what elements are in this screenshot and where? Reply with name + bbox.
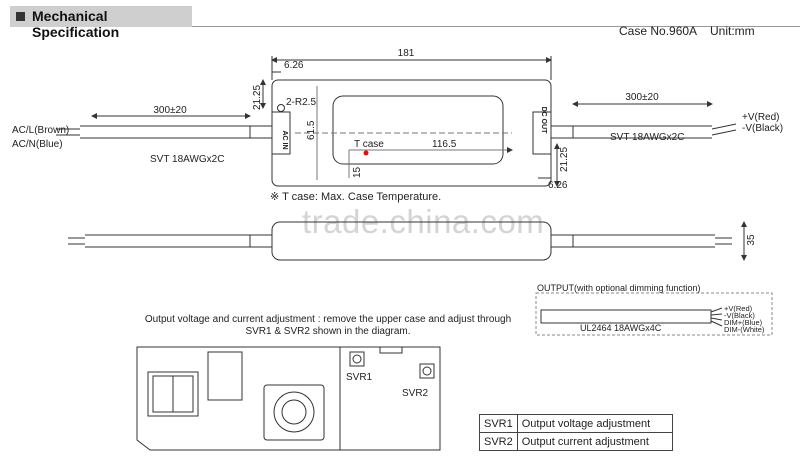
dim-2125-bot: 21.25 — [559, 147, 570, 172]
dc-out-label: DC OUT — [540, 107, 547, 135]
unit-label: Unit:mm — [710, 24, 755, 38]
svr-value: Output voltage adjustment — [516, 414, 673, 433]
top-view — [56, 56, 737, 187]
header-rule — [192, 26, 800, 27]
svr-table: SVR1 Output voltage adjustment SVR2 Outp… — [479, 414, 673, 451]
dim-1165: 116.5 — [432, 139, 457, 150]
tcase-note: ※ T case: Max. Case Temperature. — [270, 191, 441, 203]
label-window — [332, 95, 504, 165]
header-square-icon — [16, 12, 25, 21]
table-row: SVR2 Output current adjustment — [479, 432, 673, 451]
input-wire-l: AC/L(Brown) — [12, 125, 69, 136]
dimming-wire-4: DIM-(White) — [724, 325, 765, 334]
dimming-cable-spec: UL2464 18AWGx4C — [580, 323, 662, 333]
input-wire-n: AC/N(Blue) — [12, 139, 63, 150]
output-neg-wire: -V(Black) — [742, 123, 783, 134]
dimming-box — [535, 292, 773, 336]
side-view — [68, 221, 747, 261]
dim-total: 181 — [398, 48, 415, 59]
pcb-svr1: SVR1 — [346, 372, 373, 383]
tcase-label: T case — [354, 139, 384, 150]
output-wire-length: 300±20 — [625, 92, 659, 103]
dim-615: 61.5 — [306, 120, 317, 140]
input-wire-length: 300±20 — [153, 105, 187, 116]
dimming-cable — [540, 307, 723, 327]
adjustment-note: Output voltage and current adjustment : … — [144, 314, 512, 337]
input-cable-spec: SVT 18AWGx2C — [150, 154, 224, 165]
dimming-wire-1: +V(Red) — [724, 304, 753, 313]
dim-626-bot: 6.26 — [548, 180, 568, 191]
pcb-diagram — [136, 346, 441, 451]
svr-key: SVR1 — [479, 414, 518, 433]
svr-value: Output current adjustment — [516, 432, 673, 451]
ac-in-label: AC IN — [281, 130, 288, 149]
dimming-title: OUTPUT(with optional dimming function) — [537, 283, 701, 293]
dimming-wire-2: -V(Black) — [724, 311, 755, 320]
output-cable-spec: SVT 18AWGx2C — [610, 132, 684, 143]
section-title: Mechanical Specification — [32, 8, 120, 40]
mount-hole — [277, 104, 285, 112]
table-row: SVR1 Output voltage adjustment — [479, 414, 673, 433]
dim-15: 15 — [352, 166, 363, 178]
dim-height: 35 — [746, 234, 757, 246]
dimming-wire-3: DIM+(Blue) — [724, 318, 763, 327]
pcb-svr2: SVR2 — [402, 388, 429, 399]
case-number: Case No.960A — [619, 24, 698, 38]
dim-626-top: 6.26 — [284, 60, 304, 71]
dim-2125-top: 21.25 — [252, 85, 263, 110]
section-header: Mechanical Specification — [10, 6, 192, 40]
tcase-point — [363, 150, 369, 156]
svr-key: SVR2 — [479, 432, 518, 451]
output-pos-wire: +V(Red) — [742, 112, 780, 123]
dim-radius: 2-R2.5 — [286, 97, 316, 108]
